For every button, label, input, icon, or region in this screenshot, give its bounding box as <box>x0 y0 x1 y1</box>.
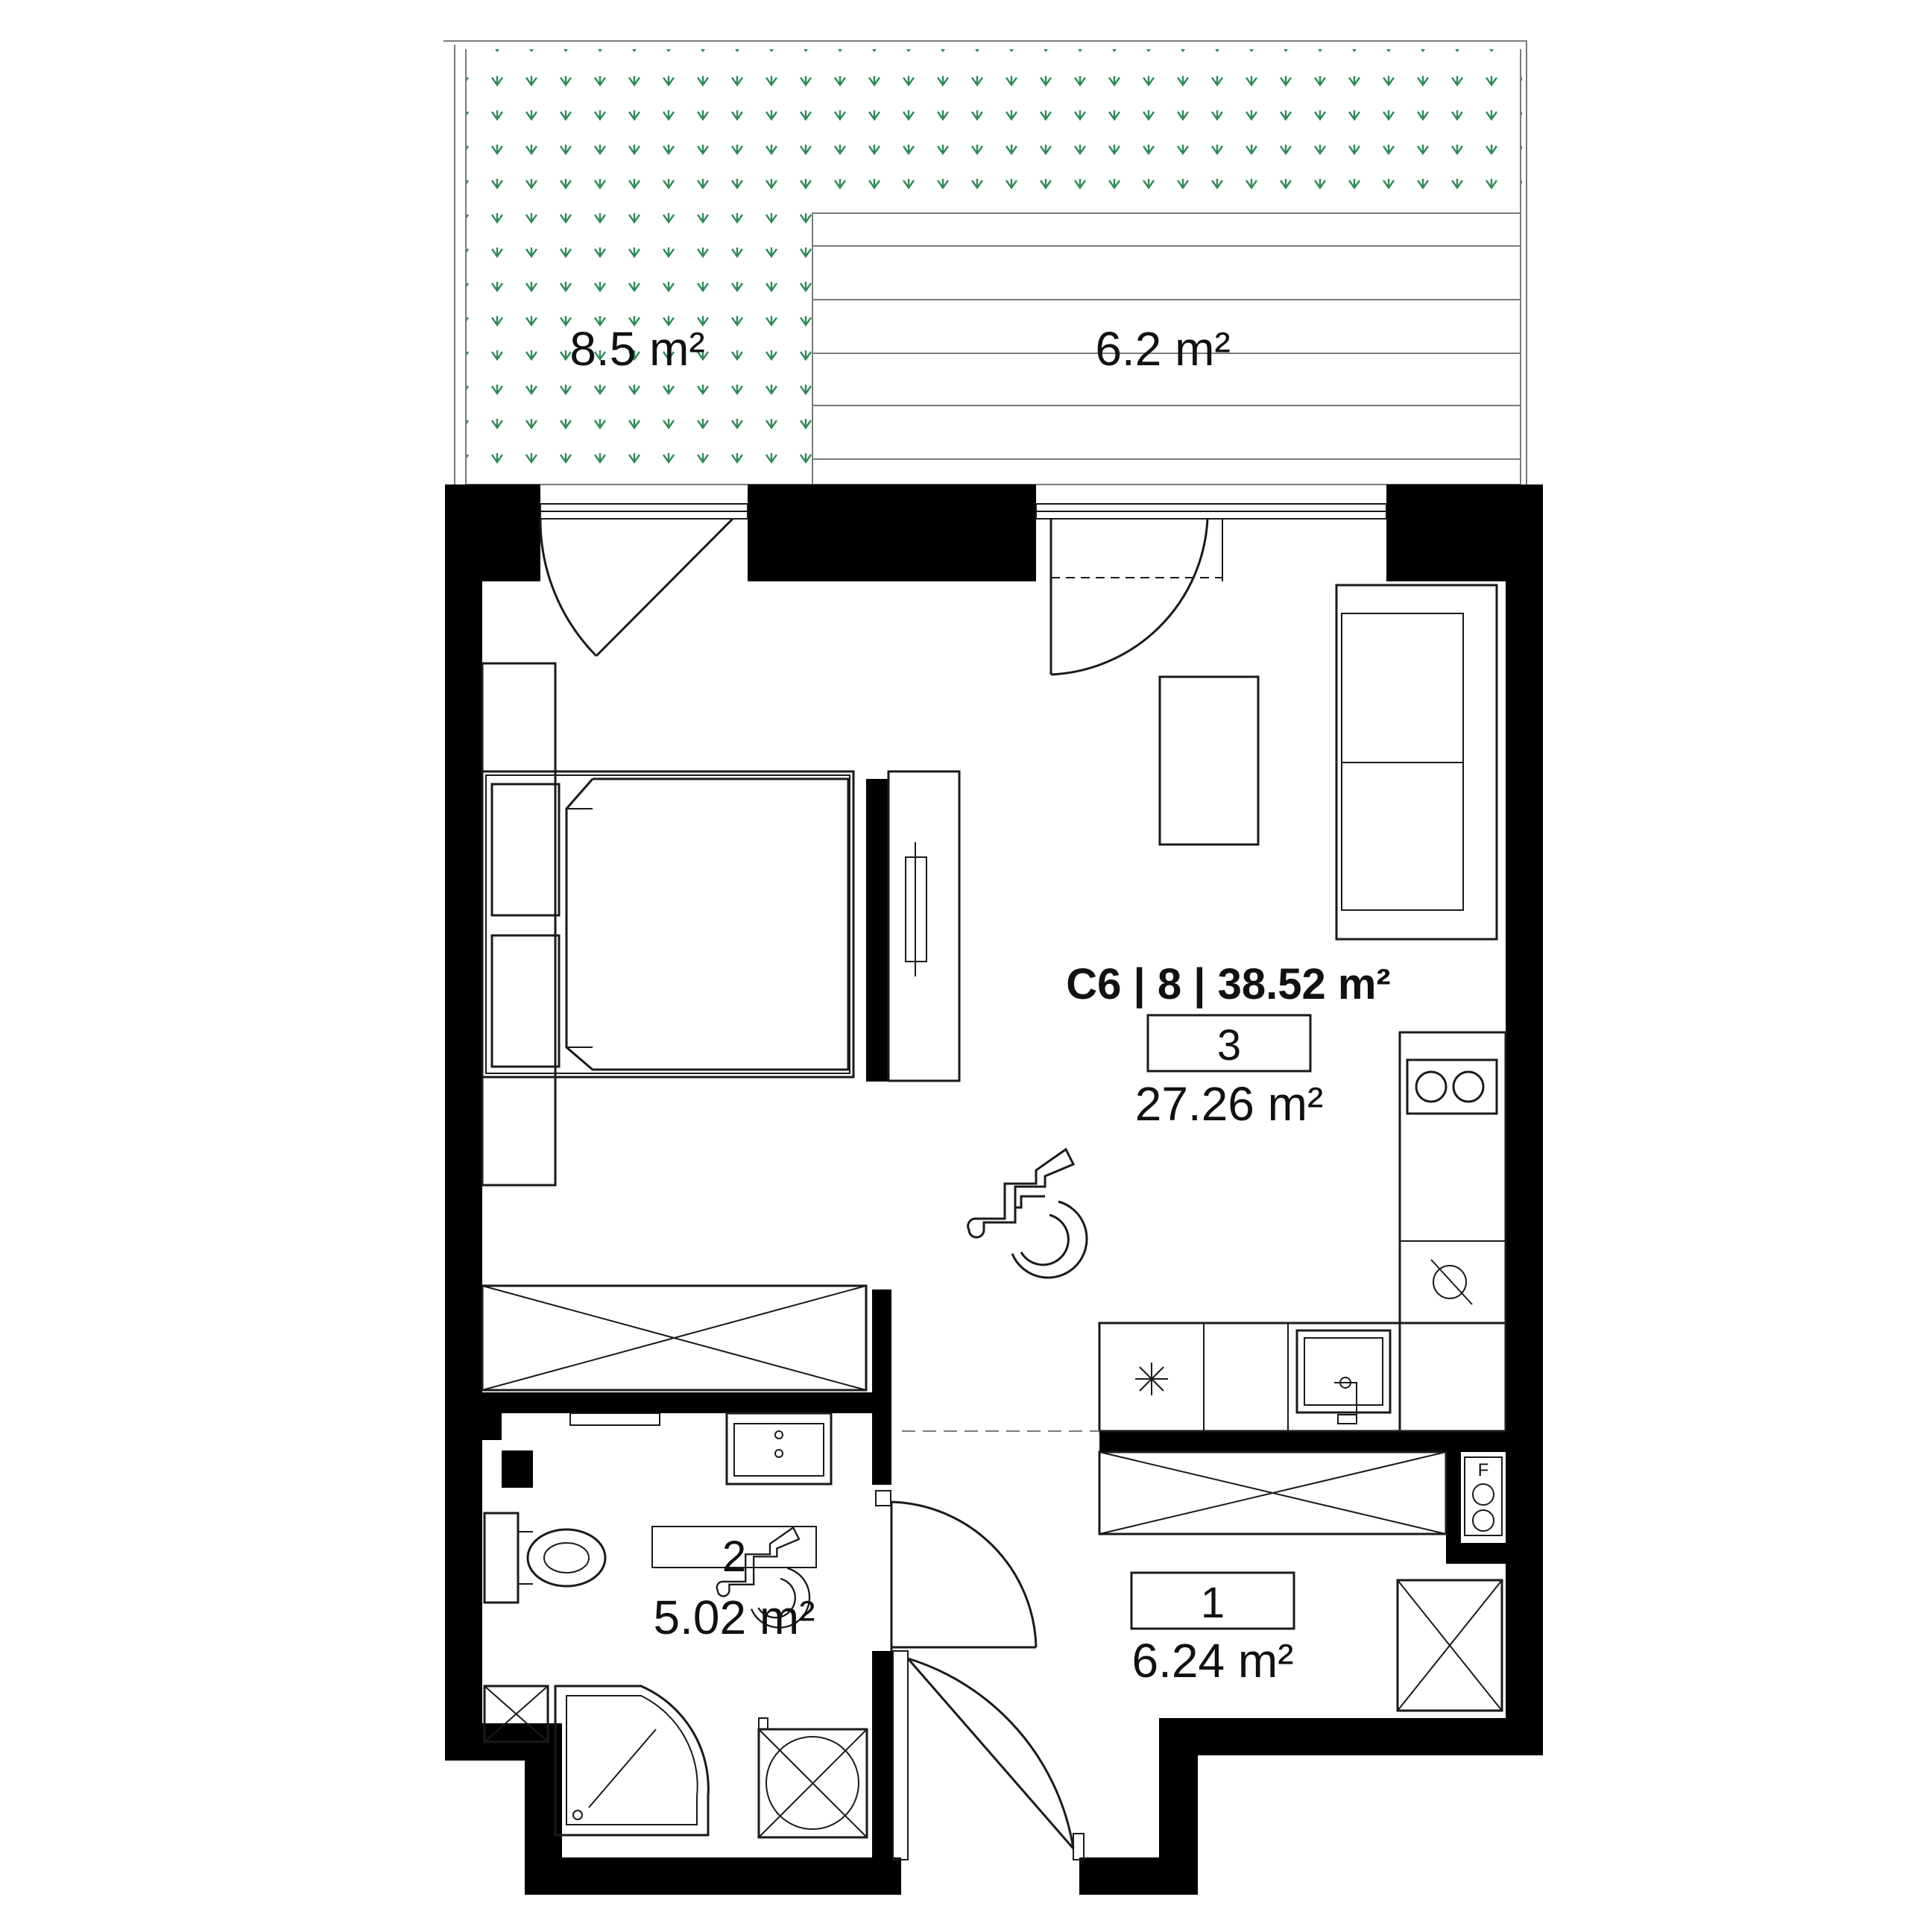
star-icon <box>1135 1363 1168 1395</box>
entrance-door[interactable] <box>892 1650 1085 1860</box>
room-1-tag: 1 6.24 m² <box>1130 1571 1295 1688</box>
bathroom-counter <box>651 1526 817 1568</box>
room-area: 6.24 m² <box>1132 1634 1294 1688</box>
balcony-door-left[interactable] <box>539 503 748 657</box>
accessibility-icon <box>967 1147 1088 1279</box>
apartment-title: C6 | 8 | 38.52 m² <box>1066 960 1390 1008</box>
sofa <box>1335 584 1498 941</box>
bed <box>481 662 855 1187</box>
wardrobe-living <box>481 1284 868 1392</box>
washing-machine <box>757 1717 868 1839</box>
balcony-door-right[interactable] <box>1035 503 1387 676</box>
room-number: 2 <box>722 1532 746 1581</box>
room-number: 3 <box>1217 1021 1241 1070</box>
bathroom-sink <box>725 1412 833 1486</box>
accessibility-icon <box>716 1526 811 1629</box>
tv-stand <box>887 770 961 1082</box>
exterior-walls <box>445 484 1543 1895</box>
mirror <box>569 1412 660 1426</box>
fridge-marker: F <box>1478 1460 1489 1480</box>
room-area: 5.02 m² <box>654 1591 815 1644</box>
coffee-table <box>1158 675 1260 846</box>
terrace-deck <box>812 212 1521 485</box>
hall-closet <box>1396 1579 1503 1712</box>
bathroom-door[interactable] <box>875 1490 1038 1651</box>
terrace-area-label: 6.2 m² <box>1095 322 1230 376</box>
fuse-box: F <box>1464 1456 1503 1536</box>
shaft <box>483 1685 549 1743</box>
toilet <box>483 1512 607 1604</box>
room-3-tag: 3 27.26 m² <box>1135 1014 1324 1131</box>
room-number: 1 <box>1201 1579 1225 1627</box>
room-2-tag: 2 5.02 m² <box>654 1532 815 1644</box>
kitchen-counter <box>1098 1031 1507 1433</box>
interior-walls <box>482 779 1506 1860</box>
wardrobe-hall <box>1098 1450 1448 1535</box>
room-area: 27.26 m² <box>1135 1077 1324 1131</box>
shower <box>554 1685 710 1837</box>
garden-area-label: 8.5 m² <box>569 322 704 376</box>
